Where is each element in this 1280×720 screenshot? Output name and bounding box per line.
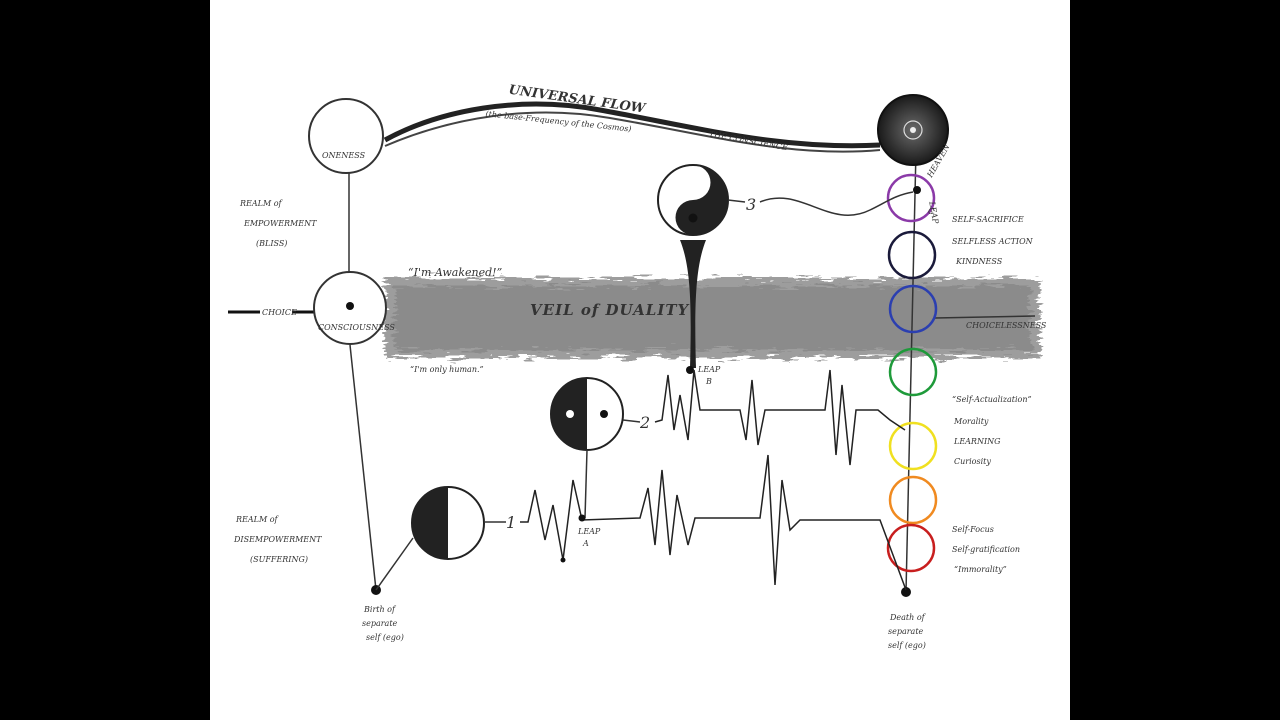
stage-3-number: 3 [746,195,756,214]
chakra-ring-6 [888,475,938,525]
realm-bottom-line-2: DISEMPOWERMENT [233,535,322,544]
right-mid-line-3: LEARNING [953,437,1001,446]
birth-line-2: separate [362,619,398,628]
realm-top-line-2: EMPOWERMENT [243,219,317,228]
chakra-ring-2 [887,230,937,280]
quote-awakened: “I'm Awakened!” [408,266,502,279]
veil-label: VEIL of DUALITY [530,301,690,319]
right-top-line-1: SELF-SACRIFICE [952,215,1024,224]
leap-c-label: LEAP [927,200,940,225]
right-mid-line-1: “Self-Actualization” [952,395,1032,404]
leap-c-letter: C [928,207,934,216]
chakra-ring-1 [886,173,936,223]
stage-1-circle [411,486,485,560]
right-top-line-3: KINDNESS [955,257,1003,266]
right-vertical-line [905,149,917,593]
consciousness-label: CONSCIOUSNESS [318,323,395,332]
oneness-circle [308,98,384,174]
waveform-stage-1 [520,454,907,591]
leap-b-letter: B [705,377,712,386]
leap-b-dot [686,366,694,374]
realm-bottom-line-3: (SUFFERING) [250,555,308,564]
chakra-column [886,173,938,573]
universal-flow-label: UNIVERSAL FLOW [508,83,648,117]
right-bottom-line-2: Self-gratification [952,545,1020,554]
waveform-stage-2 [654,369,906,466]
right-bottom-line-1: Self-Focus [952,525,994,534]
birth-line-1: Birth of [363,605,397,614]
leap-c-dot [913,186,921,194]
death-line-2: separate [888,627,924,636]
leap-a-letter: A [582,539,589,548]
realm-top-line-1: REALM of [239,199,284,208]
birth-line-3: self (ego) [366,633,404,642]
chakra-ring-7 [886,523,936,573]
chakra-ring-3 [888,284,938,334]
oneness-label: ONENESS [322,151,366,160]
conscience-circle [877,94,949,166]
veil-of-duality-band [385,278,1040,358]
death-line-1: Death of [889,613,927,622]
death-line-3: self (ego) [888,641,926,650]
right-top-line-2: SELFLESS ACTION [952,237,1034,246]
chakra-ring-5 [888,421,938,471]
leap-a-dot [578,514,586,522]
leap-a-label: LEAP [577,527,601,536]
consciousness-dot [346,302,354,310]
stage-2-number: 2 [639,413,650,432]
right-mid-line-2: Morality [953,417,989,426]
choicelessness-line [934,315,1036,319]
left-vertical-lower [349,344,377,591]
choicelessness-label: CHOICELESSNESS [966,321,1047,330]
chakra-ring-4 [888,347,938,397]
quote-human: “I'm only human.” [410,365,484,374]
choice-label: CHOICE [262,308,297,317]
realm-top-line-3: (BLISS) [256,239,287,248]
realm-bottom-line-1: REALM of [235,515,280,524]
right-mid-line-4: Curiosity [954,457,991,466]
universal-flow-curve [383,101,881,149]
stage-1-number: 1 [506,513,516,532]
right-bottom-line-3: “Immorality” [954,565,1007,574]
conscience-label: THE CONSCIENCE [708,130,788,153]
leap-b-label: LEAP [697,365,721,374]
death-dot [901,587,911,597]
stage-2-circle [550,377,624,451]
